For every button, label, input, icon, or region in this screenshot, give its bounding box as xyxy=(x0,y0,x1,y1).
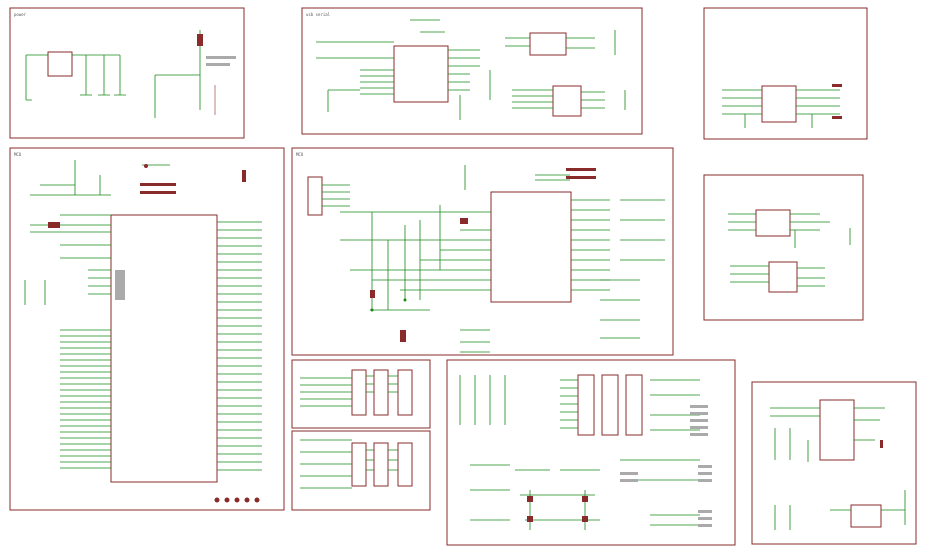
sheet-mcu-title: MCU xyxy=(14,152,22,157)
conn-a-3 xyxy=(397,369,413,416)
conn-a-2 xyxy=(373,369,389,416)
sheet-power[interactable]: power xyxy=(9,7,245,139)
sheet-power-title: power xyxy=(14,12,27,17)
header-3 xyxy=(625,374,643,436)
conn-b-2 xyxy=(373,442,389,487)
sheet-headers[interactable] xyxy=(446,359,736,546)
mcu-ic xyxy=(110,214,218,483)
regulator-ic xyxy=(47,51,73,77)
header-1 xyxy=(577,374,595,436)
junction-dot-icon xyxy=(144,164,148,168)
sheet-mcu[interactable]: MCU xyxy=(9,147,285,511)
right-ic-1 xyxy=(755,209,791,237)
conn-b-3 xyxy=(397,442,413,487)
sheet-connectors-a[interactable] xyxy=(291,359,431,429)
reg-ic-1 xyxy=(819,399,855,461)
sheet-mid-title: MCU xyxy=(296,152,304,157)
conn-b-1 xyxy=(351,442,367,487)
conn-a-1 xyxy=(351,369,367,416)
usb-connector xyxy=(307,176,323,216)
usb-ic-2 xyxy=(529,32,567,56)
usb-ic-3 xyxy=(552,85,582,117)
sheet-connectors-b[interactable] xyxy=(291,430,431,511)
sheet-usb-serial-title: usb serial xyxy=(306,12,331,17)
sheet-small-ic[interactable] xyxy=(703,7,868,140)
sheet-right-mid[interactable] xyxy=(703,174,864,321)
sheet-mid[interactable]: MCU xyxy=(291,147,674,356)
sheet-usb-serial[interactable]: usb serial xyxy=(301,7,643,135)
usb-serial-ic xyxy=(393,45,449,103)
small-ic xyxy=(761,85,797,123)
header-2 xyxy=(601,374,619,436)
right-ic-2 xyxy=(768,261,798,293)
sheet-reg[interactable] xyxy=(751,381,917,545)
mid-ic xyxy=(490,191,572,303)
reg-ic-2 xyxy=(850,504,882,528)
